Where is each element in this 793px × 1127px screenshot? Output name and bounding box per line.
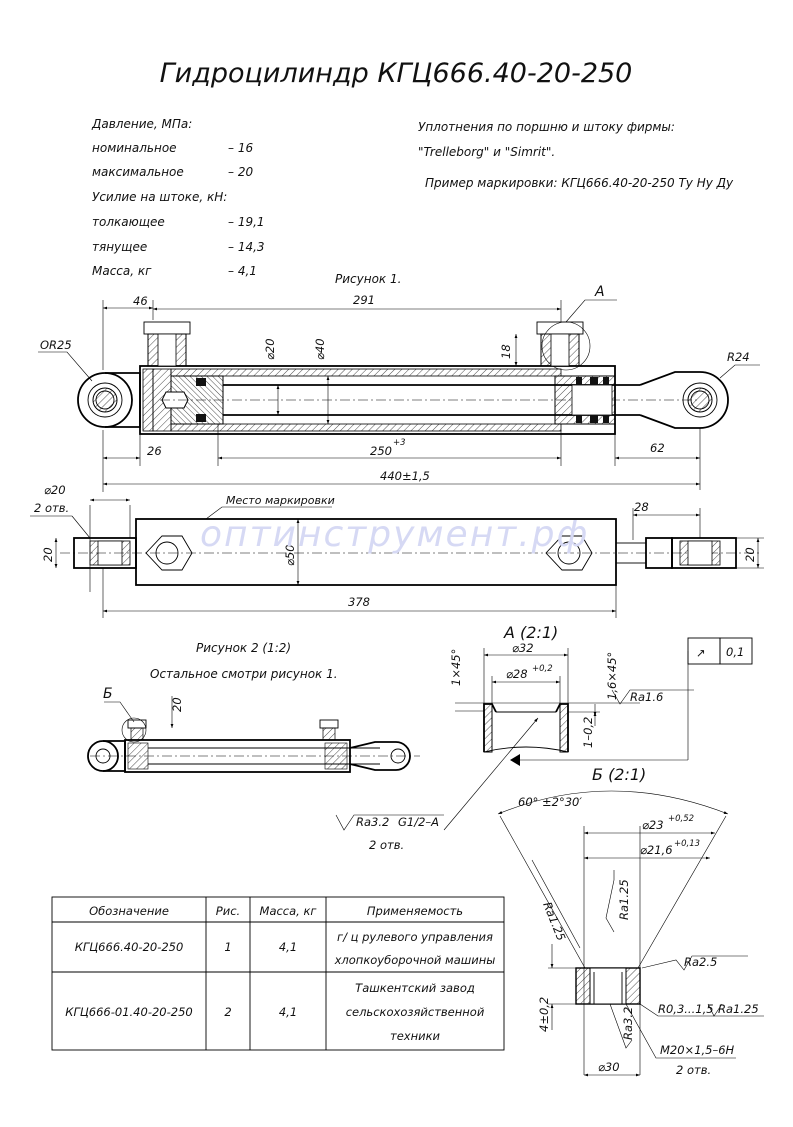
table-cell: КГЦ666-01.40-20-250 <box>65 1005 192 1019</box>
table-header: Применяемость <box>367 904 463 918</box>
view-b-thread: M20×1,5–6H <box>660 1043 735 1057</box>
fig2-caption: Рисунок 2 (1:2) <box>196 641 291 655</box>
seals-note: Уплотнения по поршню и штоку фирмы: <box>418 120 675 134</box>
dim-rod-diameter: ⌀20 <box>263 338 277 360</box>
view-b-height: 4±0,2 <box>537 997 551 1032</box>
lug-width-left: 20 <box>41 547 55 562</box>
spec-table: Обозначение Рис. Масса, кг Применяемость… <box>51 896 505 1051</box>
table-cell: г/ ц рулевого управления <box>337 930 493 944</box>
view-a-chamfer-16: 1,6×45° <box>605 652 619 700</box>
dim-28: 28 <box>634 500 649 514</box>
table-header: Обозначение <box>89 904 169 918</box>
dim-250: 250 <box>370 444 392 458</box>
view-b-roughness-32: Ra3.2 <box>621 1007 635 1040</box>
dim-250-tolerance: +3 <box>393 438 406 448</box>
view-b-roughness-2: Ra1.25 <box>617 879 631 920</box>
view-b-d216-tol: +0,13 <box>674 839 700 849</box>
dim-18: 18 <box>499 344 513 359</box>
table-cell: сельскохозяйственной <box>346 1005 485 1019</box>
spec-value: – 20 <box>228 165 253 179</box>
dim-or25: OR25 <box>40 338 72 352</box>
fig2-view: Рисунок 2 (1:2) Остальное смотри рисунок… <box>87 641 420 773</box>
view-a-d32: ⌀32 <box>512 641 534 655</box>
view-a-d28-tol: +0,2 <box>532 664 553 674</box>
dim-body-diameter: ⌀50 <box>283 544 297 566</box>
dim-46: 46 <box>133 294 148 308</box>
view-b-d23-tol: +0,52 <box>668 814 694 824</box>
view-b-d30: ⌀30 <box>598 1060 620 1074</box>
view-b-d23: ⌀23 <box>642 818 664 832</box>
lug-width-right: 20 <box>743 547 757 562</box>
view-a-letter: A <box>594 284 605 300</box>
spec-label: номинальное <box>92 141 177 155</box>
view-a-d28: ⌀28 <box>506 667 528 681</box>
view-a-roughness: Ra1.6 <box>630 690 663 704</box>
spec-value: – 16 <box>228 141 253 155</box>
table-cell: Ташкентский завод <box>355 981 475 995</box>
marking-place-label: Место маркировки <box>226 494 335 507</box>
table-cell: техники <box>390 1029 441 1043</box>
view-b-count: 2 отв. <box>676 1063 711 1077</box>
view-b-roughness-25: Ra2.5 <box>684 955 717 969</box>
spec-label: максимальное <box>92 165 184 179</box>
hole-diameter: ⌀20 <box>44 483 66 497</box>
specs-block: Давление, МПа: номинальное – 16 максимал… <box>91 117 265 278</box>
spec-value: – 4,1 <box>228 264 257 278</box>
spec-value: – 19,1 <box>228 215 265 229</box>
view-b-title: Б (2:1) <box>592 765 646 784</box>
watermark: оптинструмент.рф <box>200 514 589 555</box>
spec-label: тянущее <box>92 240 147 254</box>
view-b-letter: Б <box>103 686 113 702</box>
spec-label: Усилие на штоке, кН: <box>92 190 227 204</box>
table-cell: КГЦ666.40-20-250 <box>75 940 184 954</box>
port-count: 2 отв. <box>369 838 404 852</box>
dim-378: 378 <box>348 595 370 609</box>
table-cell: 4,1 <box>279 1005 297 1019</box>
spec-label: Давление, МПа: <box>91 117 192 131</box>
dim-62: 62 <box>650 441 665 455</box>
marking-example: Пример маркировки: КГЦ666.40-20-250 Ту Н… <box>425 176 734 190</box>
port-thread: G1/2–A <box>398 815 439 829</box>
runout-symbol: ↗ <box>696 646 706 660</box>
seals-note-brands: "Trelleborg" и "Simrit". <box>418 145 555 159</box>
runout-value: 0,1 <box>726 645 744 659</box>
view-a-title: А (2:1) <box>503 623 558 642</box>
table-header: Масса, кг <box>260 904 318 918</box>
table-cell: 4,1 <box>279 940 297 954</box>
view-b-roughness-3: Ra1.25 <box>718 1002 759 1016</box>
dim-440: 440±1,5 <box>380 469 430 483</box>
table-cell: хлопкоуборочной машины <box>334 953 496 967</box>
view-a-detail: А (2:1) ⌀32 ⌀28 +0,2 1×45° 1,6×45° 1–0,2… <box>449 623 753 766</box>
table-cell: 2 <box>224 1005 231 1019</box>
hole-count: 2 отв. <box>34 501 69 515</box>
page-title: Гидроцилиндр КГЦ666.40-20-250 <box>160 58 633 89</box>
dim-291: 291 <box>353 293 375 307</box>
view-b-angle: 60° ±2°30′ <box>518 795 582 809</box>
port-roughness: Ra3.2 <box>356 815 389 829</box>
dim-bore-diameter: ⌀40 <box>313 338 327 360</box>
fig2-dim-20: 20 <box>170 697 184 712</box>
view-b-radius: R0,3...1,5 <box>658 1002 714 1016</box>
fig1-section-view: 46 291 A OR25 <box>38 284 760 492</box>
spec-label: толкающее <box>92 215 165 229</box>
view-a-depth: 1–0,2 <box>581 717 595 748</box>
view-b-roughness-1: Ra1.25 <box>540 900 568 943</box>
view-b-d216: ⌀21,6 <box>640 843 673 857</box>
view-a-chamfer-1: 1×45° <box>449 649 463 686</box>
table-header: Рис. <box>216 904 240 918</box>
dim-r24: R24 <box>727 350 750 364</box>
spec-label: Масса, кг <box>92 264 152 278</box>
view-b-detail: Б (2:1) 60° ±2°30′ ⌀23 +0,52 ⌀21,6 +0,13… <box>497 765 764 1077</box>
fig2-note: Остальное смотри рисунок 1. <box>150 667 338 681</box>
spec-value: – 14,3 <box>228 240 265 254</box>
dim-26: 26 <box>147 444 162 458</box>
table-cell: 1 <box>224 940 231 954</box>
port-callout: Ra3.2 G1/2–A 2 отв. <box>335 717 539 852</box>
fig1-top-view: ⌀20 2 отв. 20 ⌀50 Место маркировки <box>30 483 764 618</box>
fig1-caption: Рисунок 1. <box>335 272 401 286</box>
